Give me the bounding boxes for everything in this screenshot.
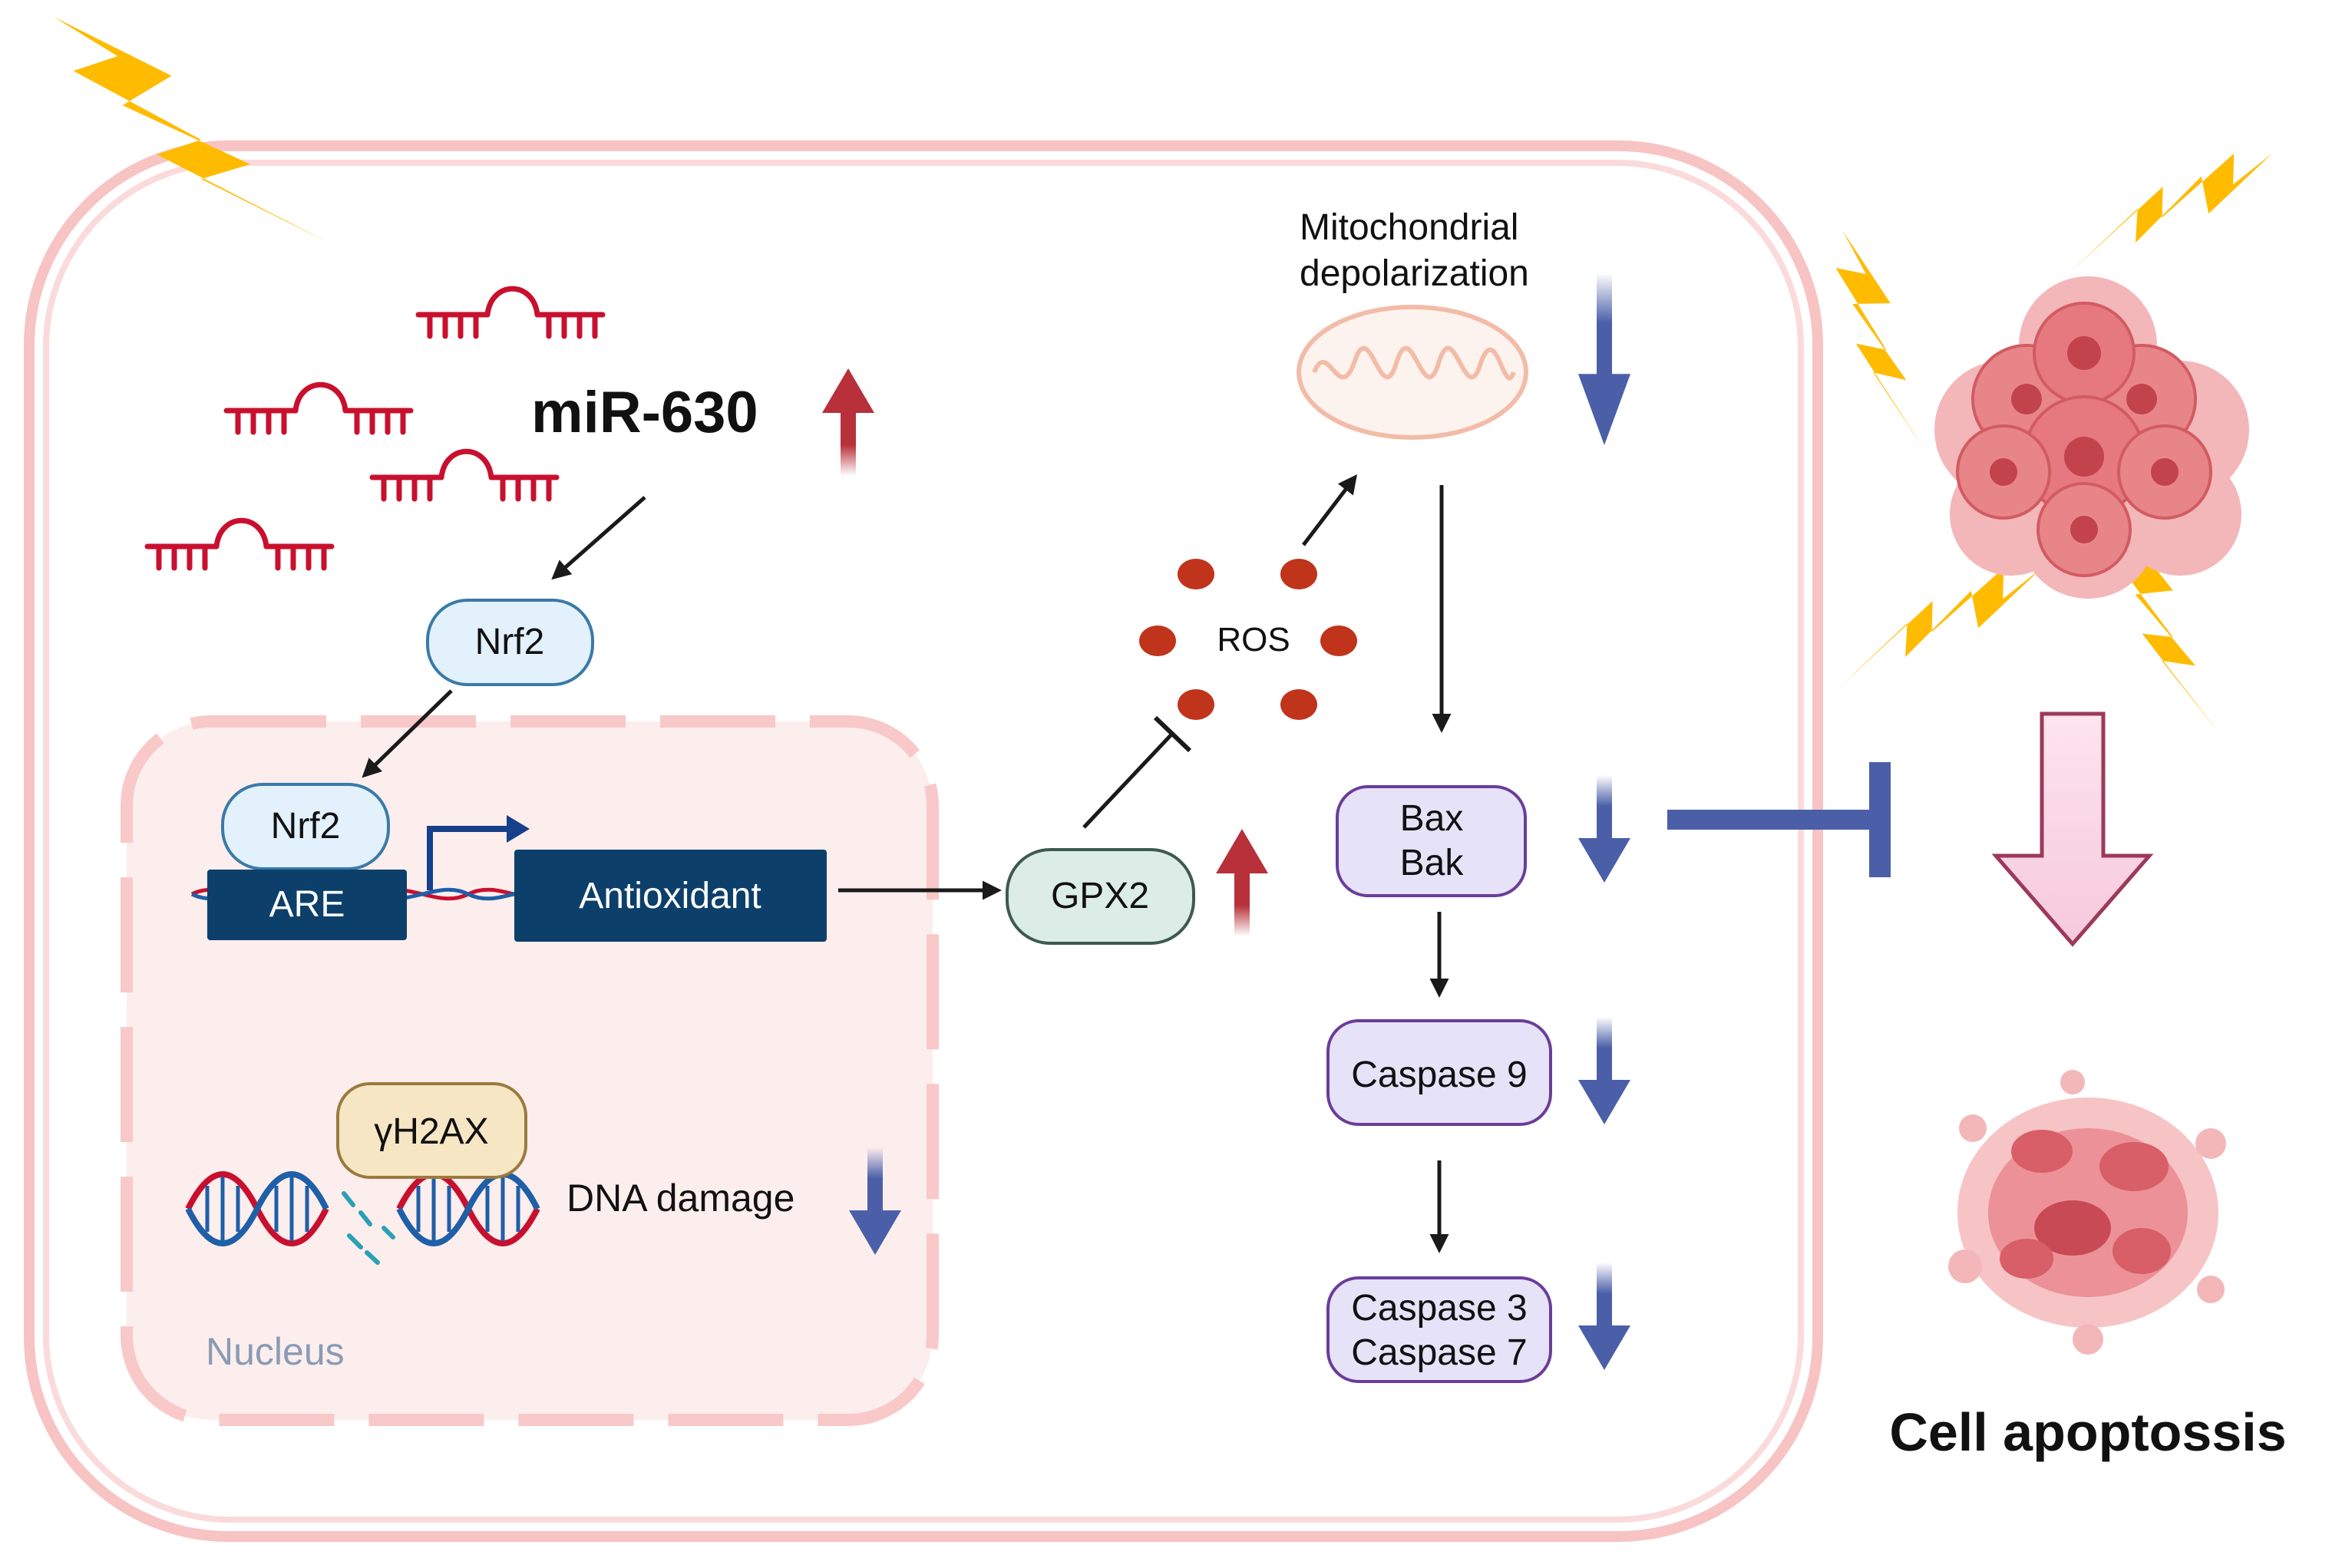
apoptosis-progression-arrow [1991,711,2154,947]
ros-label: ROS [1217,621,1290,659]
caspase3-label: Caspase 3 [1351,1288,1527,1329]
nrf2-nucleus-box [221,783,390,870]
nucleus-label: Nucleus [206,1330,345,1373]
upregulated-arrow [822,368,874,476]
ros-to-mito-arrow [1302,474,1358,546]
antioxidant-box [514,850,827,942]
bax-label: Bax [1400,798,1464,839]
downregulated-arrow [1578,775,1630,883]
cell-membrane-outer [24,140,1823,1542]
mirna-hairpin-icon [418,289,603,336]
ros-cluster: ROS [1139,559,1357,720]
bax-bak-box [1336,785,1527,897]
transcription-start-arrow [427,826,507,890]
downregulated-arrow [1578,1263,1630,1370]
dna-damage-label: DNA damage [567,1177,794,1220]
caspase9-label: Caspase 9 [1351,1055,1527,1095]
mirna-label: miR-630 [531,380,758,445]
mirna-hairpin-icon [372,451,557,499]
dna-break-fragments [342,1191,395,1265]
downregulated-arrow [1578,1017,1630,1124]
downregulated-arrow [1578,273,1630,445]
lightning-icon [54,17,329,243]
nrf2-nucleus-label: Nrf2 [271,806,341,847]
gpx2-inhibits-ros [1082,731,1174,829]
ros-dot-icon [1280,689,1317,720]
ros-dot-icon [1280,559,1317,589]
are-label: ARE [269,884,345,925]
ros-dot-icon [1178,689,1214,720]
outcome-label: Cell apoptossis [1889,1402,2286,1462]
are-box [207,870,407,940]
mito-label-line1: Mitochondrial [1300,207,1518,248]
tumor-cluster-icon [1934,276,2249,599]
ros-dot-icon [1178,559,1214,589]
upregulated-arrow [1216,829,1268,936]
caspase9-box [1326,1019,1552,1126]
inhibition-bar [1667,810,1890,830]
gpx2-label: GPX2 [1051,876,1149,916]
apoptotic-body-icon [1948,1070,2226,1355]
mirna-to-nrf2-arrow [551,496,646,580]
gh2ax-box [336,1082,527,1179]
nrf2-cytoplasm-label: Nrf2 [475,622,545,662]
mirna-hairpin-icon [147,520,332,568]
ros-dot-icon [1139,626,1176,656]
antioxidant-label: Antioxidant [579,876,761,916]
gpx2-box [1006,848,1195,945]
mirna-hairpin-icon [226,385,411,432]
ros-dot-icon [1320,626,1357,656]
nrf2-cytoplasm-box [426,599,594,686]
mito-label-line2: depolarization [1300,253,1529,294]
nrf2-translocation-arrow [362,689,453,778]
mitochondrion-icon [1297,305,1528,440]
caspase7-label: Caspase 7 [1351,1332,1527,1373]
bak-label: Bak [1400,843,1465,883]
gh2ax-label: γH2AX [374,1111,488,1152]
caspase37-box [1326,1276,1552,1383]
cell-membrane-inner [43,160,1804,1523]
